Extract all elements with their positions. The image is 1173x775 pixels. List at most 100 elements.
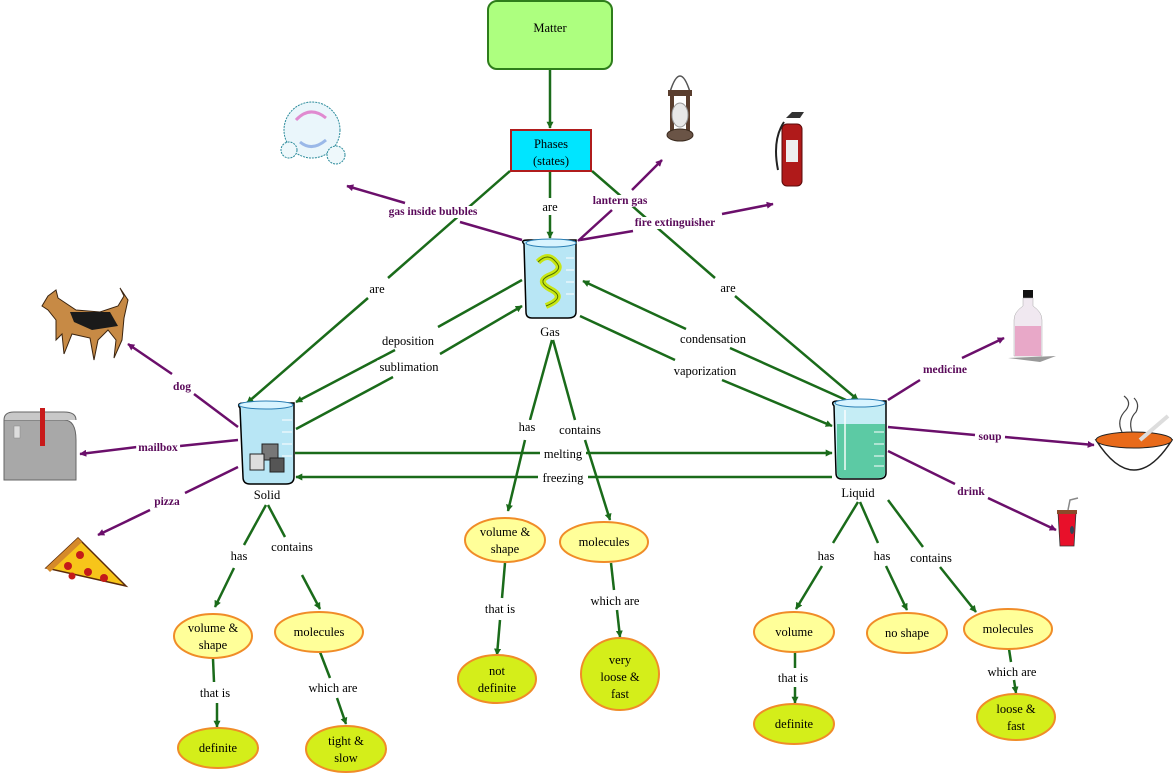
label-mailbox: mailbox: [138, 442, 178, 454]
label-background: [976, 431, 1004, 443]
label-background: [379, 334, 437, 348]
solid-definite-node[interactable]: definite: [177, 727, 259, 769]
label-background: [557, 423, 603, 437]
link-gas-contains: [551, 339, 577, 421]
link-liquid-has1-2: [794, 565, 824, 610]
label-background: [671, 364, 739, 378]
node-text: tight &: [328, 734, 364, 748]
link-liquid-has1: [831, 501, 860, 544]
label-condensation: condensation: [680, 332, 747, 346]
label-background: [516, 420, 538, 434]
label-are-right: are: [720, 281, 736, 295]
gas-not-definite-node[interactable]: not definite: [457, 654, 537, 704]
concept-nodes: volume & shape molecules definite tight …: [173, 517, 1056, 773]
dog-icon: [41, 287, 129, 361]
solid-molecules-node[interactable]: molecules: [274, 611, 364, 653]
link-bubbles: [459, 220, 523, 242]
label-lantern-gas: lantern gas: [593, 195, 648, 207]
link-drink-2: [987, 496, 1057, 532]
label-medicine: medicine: [923, 364, 967, 376]
link-gas-has: [528, 339, 554, 421]
node-text: fast: [1007, 719, 1026, 733]
liquid-beaker-icon[interactable]: [831, 398, 887, 480]
link-lantern: [577, 209, 613, 242]
label-background: [482, 602, 518, 616]
link-soup-2: [1004, 435, 1095, 448]
link-solid-contains: [266, 504, 287, 538]
link-liquid-has2: [858, 501, 880, 544]
label-background: [632, 217, 718, 229]
liquid-label: Liquid: [841, 486, 875, 500]
link-gas-has-2: [506, 439, 527, 512]
link-gas-thatis-2: [494, 619, 502, 656]
label-vaporization: vaporization: [674, 364, 737, 378]
label-background: [718, 281, 739, 295]
label-background: [269, 540, 315, 554]
liquid-volume-node[interactable]: volume: [753, 611, 835, 653]
gas-molecules-node[interactable]: molecules: [559, 521, 649, 563]
link-lantern-2: [631, 159, 663, 191]
medicine-bottle-icon: [1008, 290, 1056, 362]
label-liquid-contains: contains: [910, 551, 952, 565]
link-condensation-2: [582, 279, 687, 331]
example-labels: gas inside bubbles lantern gas fire exti…: [136, 195, 1004, 508]
gas-beaker-icon[interactable]: [521, 238, 577, 319]
link-liquid-contains: [886, 499, 925, 548]
link-liquid-whichare-2: [1011, 679, 1019, 694]
label-background: [590, 195, 650, 207]
matter-node[interactable]: Matter: [487, 0, 613, 70]
label-background: [985, 665, 1039, 679]
label-liquid-has-2: has: [874, 549, 891, 563]
label-are-left: are: [369, 282, 385, 296]
link-gas-whichare-2: [615, 609, 623, 638]
link-medicine-2: [961, 336, 1005, 360]
link-sublimation-2: [439, 304, 523, 356]
gas-volume-shape-node[interactable]: volume & shape: [464, 517, 546, 563]
gas-very-loose-fast-node[interactable]: very loose & fast: [580, 637, 660, 711]
phases-label-line1: Phases: [534, 137, 568, 151]
label-dog: dog: [173, 381, 191, 393]
label-fire-extinguisher: fire extinguisher: [635, 217, 716, 229]
node-text: no shape: [885, 626, 930, 640]
solid-beaker-icon[interactable]: [237, 400, 295, 485]
label-freezing: freezing: [543, 471, 585, 485]
gas-label: Gas: [540, 325, 560, 339]
label-background: [871, 549, 893, 563]
green-links: [211, 70, 1019, 728]
label-background: [908, 551, 954, 565]
lantern-icon: [666, 75, 694, 142]
solid-tight-slow-node[interactable]: tight & slow: [305, 725, 387, 773]
label-gas-which-are: which are: [591, 594, 640, 608]
link-solid-whichare-2: [335, 697, 348, 725]
node-text: fast: [611, 687, 630, 701]
fire-extinguisher-icon: [775, 112, 804, 187]
label-background: [541, 447, 585, 461]
label-solid-that-is: that is: [200, 686, 230, 700]
liquid-no-shape-node[interactable]: no shape: [866, 612, 948, 654]
link-mailbox-2: [79, 445, 138, 457]
label-deposition: deposition: [382, 334, 435, 348]
link-sublimation: [295, 375, 394, 431]
label-background: [920, 364, 970, 376]
label-gas-contains: contains: [559, 423, 601, 437]
link-gas-thatis: [500, 562, 507, 599]
label-background: [540, 200, 561, 214]
link-phases-solid: [387, 170, 511, 279]
matter-label: Matter: [533, 21, 567, 35]
solid-volume-shape-node[interactable]: volume & shape: [173, 613, 253, 659]
liquid-molecules-node[interactable]: molecules: [963, 608, 1053, 650]
liquid-definite-node[interactable]: definite: [753, 703, 835, 745]
label-background: [228, 549, 250, 563]
link-liquid-whichare: [1007, 648, 1013, 663]
link-solid-has: [242, 504, 268, 546]
link-condensation: [729, 346, 847, 402]
liquid-loose-fast-node[interactable]: loose & fast: [976, 693, 1056, 741]
phases-node[interactable]: Phases (states): [510, 129, 592, 172]
link-vaporization: [579, 314, 676, 362]
link-mailbox: [179, 438, 239, 448]
link-solid-has-2: [213, 567, 236, 608]
node-text: shape: [491, 542, 520, 556]
phases-label-line2: (states): [533, 154, 569, 168]
node-text: loose &: [996, 702, 1036, 716]
link-extinguisher-2: [721, 201, 774, 216]
